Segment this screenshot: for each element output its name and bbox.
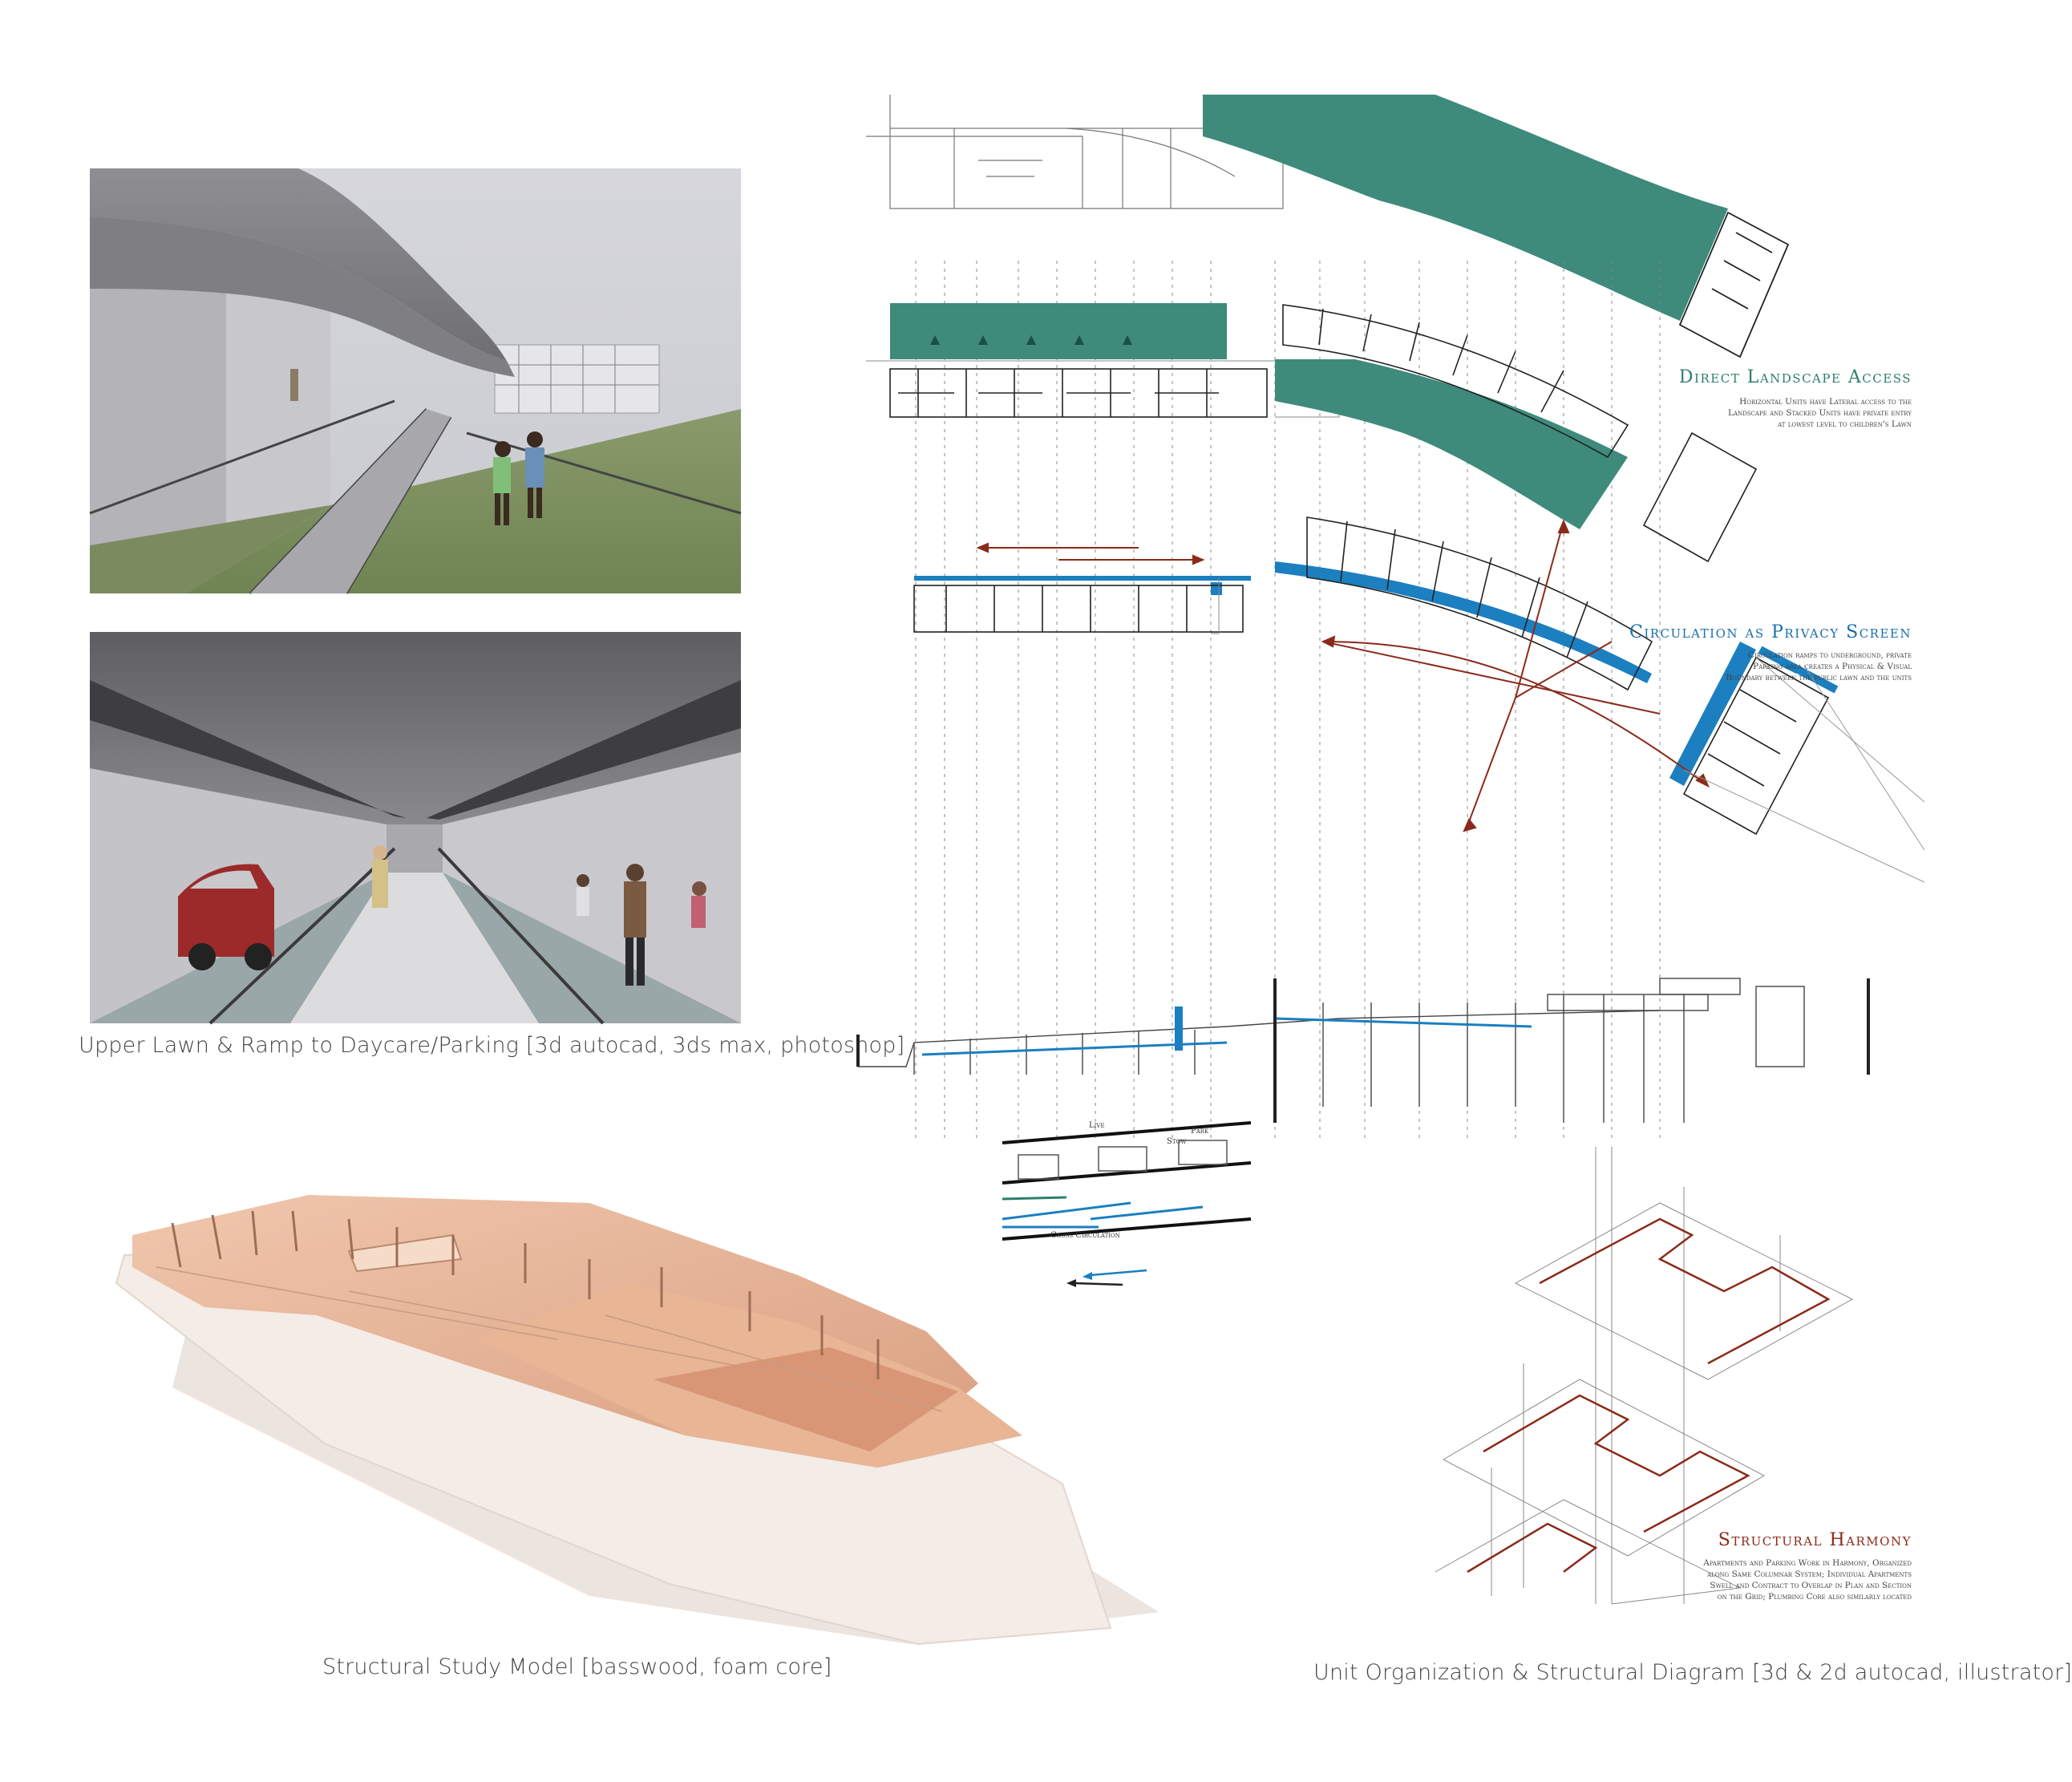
label-stow: Stow — [1167, 1137, 1187, 1146]
label-live: Live — [1089, 1121, 1105, 1130]
study-model-photo — [108, 1179, 1191, 1646]
teal-landscape-top — [1203, 95, 1728, 321]
caption-render: Upper Lawn & Ramp to Daycare/Parking [3d… — [79, 1033, 905, 1058]
heading-direct-landscape-access: Direct Landscape Access — [1678, 367, 1912, 387]
caption-diagram: Unit Organization & Structural Diagram [… — [1313, 1660, 2072, 1685]
desc-circulation-privacy-screen: Circulation ramps to underground, privat… — [1726, 650, 1912, 682]
heading-circulation-privacy-screen: Circulation as Privacy Screen — [1629, 622, 1912, 642]
teal-landscape-middle — [1275, 359, 1628, 529]
teal-landscape-left — [890, 303, 1227, 359]
label-park: Park — [1191, 1127, 1209, 1136]
caption-model: Structural Study Model [basswood, foam c… — [322, 1654, 832, 1679]
desc-direct-landscape-access: Horizontal Units have Lateral access to … — [1728, 397, 1912, 429]
label-cross-circulation: Cross Circulation — [1050, 1231, 1120, 1240]
unit-organization-diagram — [856, 80, 1981, 1605]
desc-structural-harmony: Apartments and Parking Work in Harmony, … — [1703, 1558, 1912, 1602]
render-upper-lawn — [89, 168, 742, 595]
heading-structural-harmony: Structural Harmony — [1718, 1530, 1912, 1550]
render-ramp-parking — [90, 632, 741, 1025]
